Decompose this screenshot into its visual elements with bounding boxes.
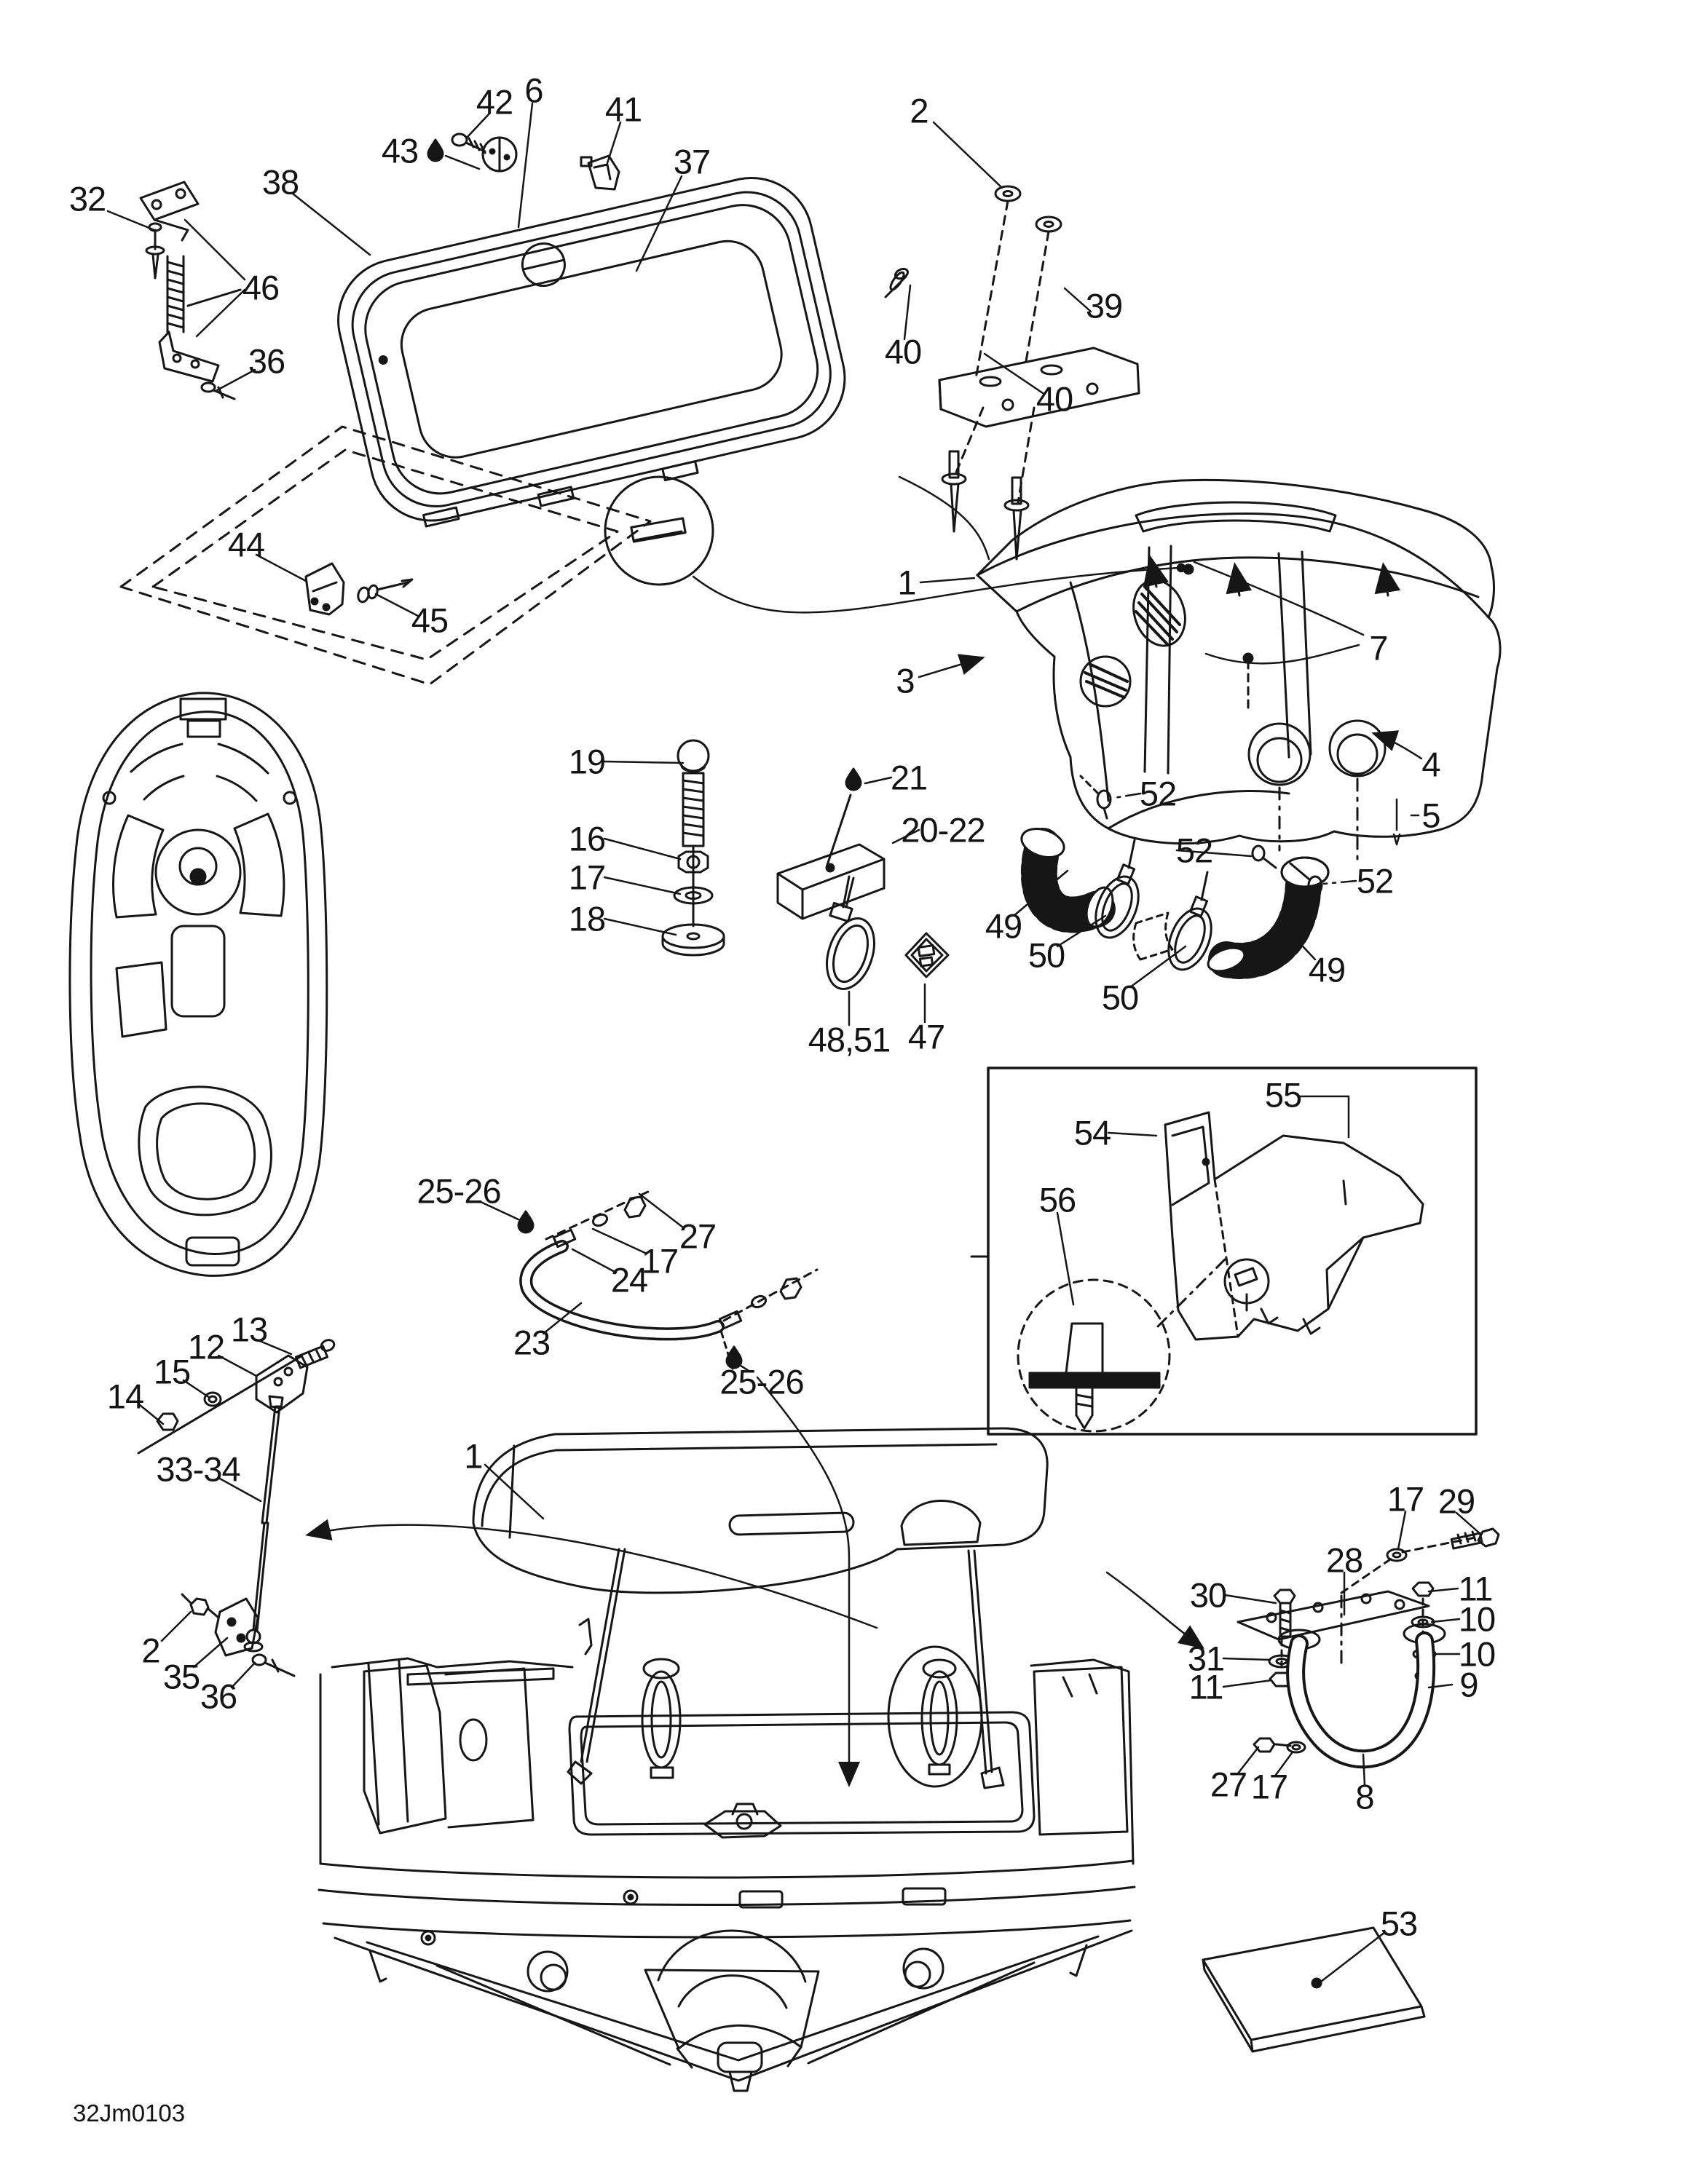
screw-52-mid	[1251, 844, 1277, 869]
pivot-bracket-12-15	[137, 1339, 336, 1455]
vent-tray	[976, 478, 1502, 862]
hatch-latch-detail-circle	[604, 475, 714, 586]
latch-bracket-2-35-36	[181, 1593, 296, 1677]
cable-tie-48-51	[826, 875, 875, 990]
hinge-bracket-39	[884, 185, 1140, 561]
loctite-drop-icon	[517, 1210, 535, 1234]
spring-bracket-46	[139, 181, 242, 400]
hose-coupler-dashed	[1132, 911, 1174, 961]
grab-handle-8-assembly	[1237, 1527, 1500, 1769]
figure-code: 32Jm0103	[73, 2100, 186, 2126]
deck-opening-outline-dashed	[119, 425, 652, 686]
adhesive-mount-47	[904, 932, 950, 978]
hose-clamp-50-left	[1095, 839, 1140, 939]
hull-top-view	[68, 692, 328, 1277]
vent-hoses	[1020, 775, 1330, 979]
bolt-29	[1450, 1527, 1500, 1550]
hull-body	[318, 1618, 1136, 2092]
hatch-frame	[337, 176, 846, 528]
stud-stack	[661, 739, 725, 957]
stop-bracket-44	[304, 562, 414, 616]
rivet-magnifier-56	[1017, 1255, 1229, 1433]
loctite-drop-icon	[845, 767, 862, 791]
spacer-block-20-22	[776, 794, 886, 920]
inner-grab-handle-right	[887, 1645, 983, 1788]
loctite-drop-icon	[427, 138, 444, 162]
screw-52-right	[1289, 862, 1323, 895]
rivet-40-left	[941, 450, 967, 533]
handle-tube-8	[1277, 1623, 1446, 1769]
rivet-40-right	[1003, 476, 1030, 561]
deck-opening-outline-dashed-inner	[151, 448, 619, 661]
latch-hook-41	[580, 154, 620, 191]
seat-1	[472, 1427, 1049, 1594]
deck-opening	[568, 1711, 1036, 1839]
inset-detail-box	[970, 1067, 1478, 1436]
hose-clamp-50-bottom	[1167, 871, 1212, 971]
leader-lines	[106, 102, 1483, 1983]
bolt-30	[1273, 1588, 1296, 1638]
mat-53	[1202, 1926, 1426, 2053]
rivet-36-top	[200, 381, 236, 400]
inner-grab-handle-left	[641, 1658, 682, 1779]
rear-deck-assembly	[318, 1427, 1136, 2092]
latch-knob-6	[481, 136, 518, 173]
screw-52-top	[1079, 775, 1112, 820]
gas-strut-33-34	[243, 1395, 284, 1653]
handle-23-assembly	[517, 1190, 819, 1370]
deflector-54-55	[1164, 1111, 1424, 1341]
